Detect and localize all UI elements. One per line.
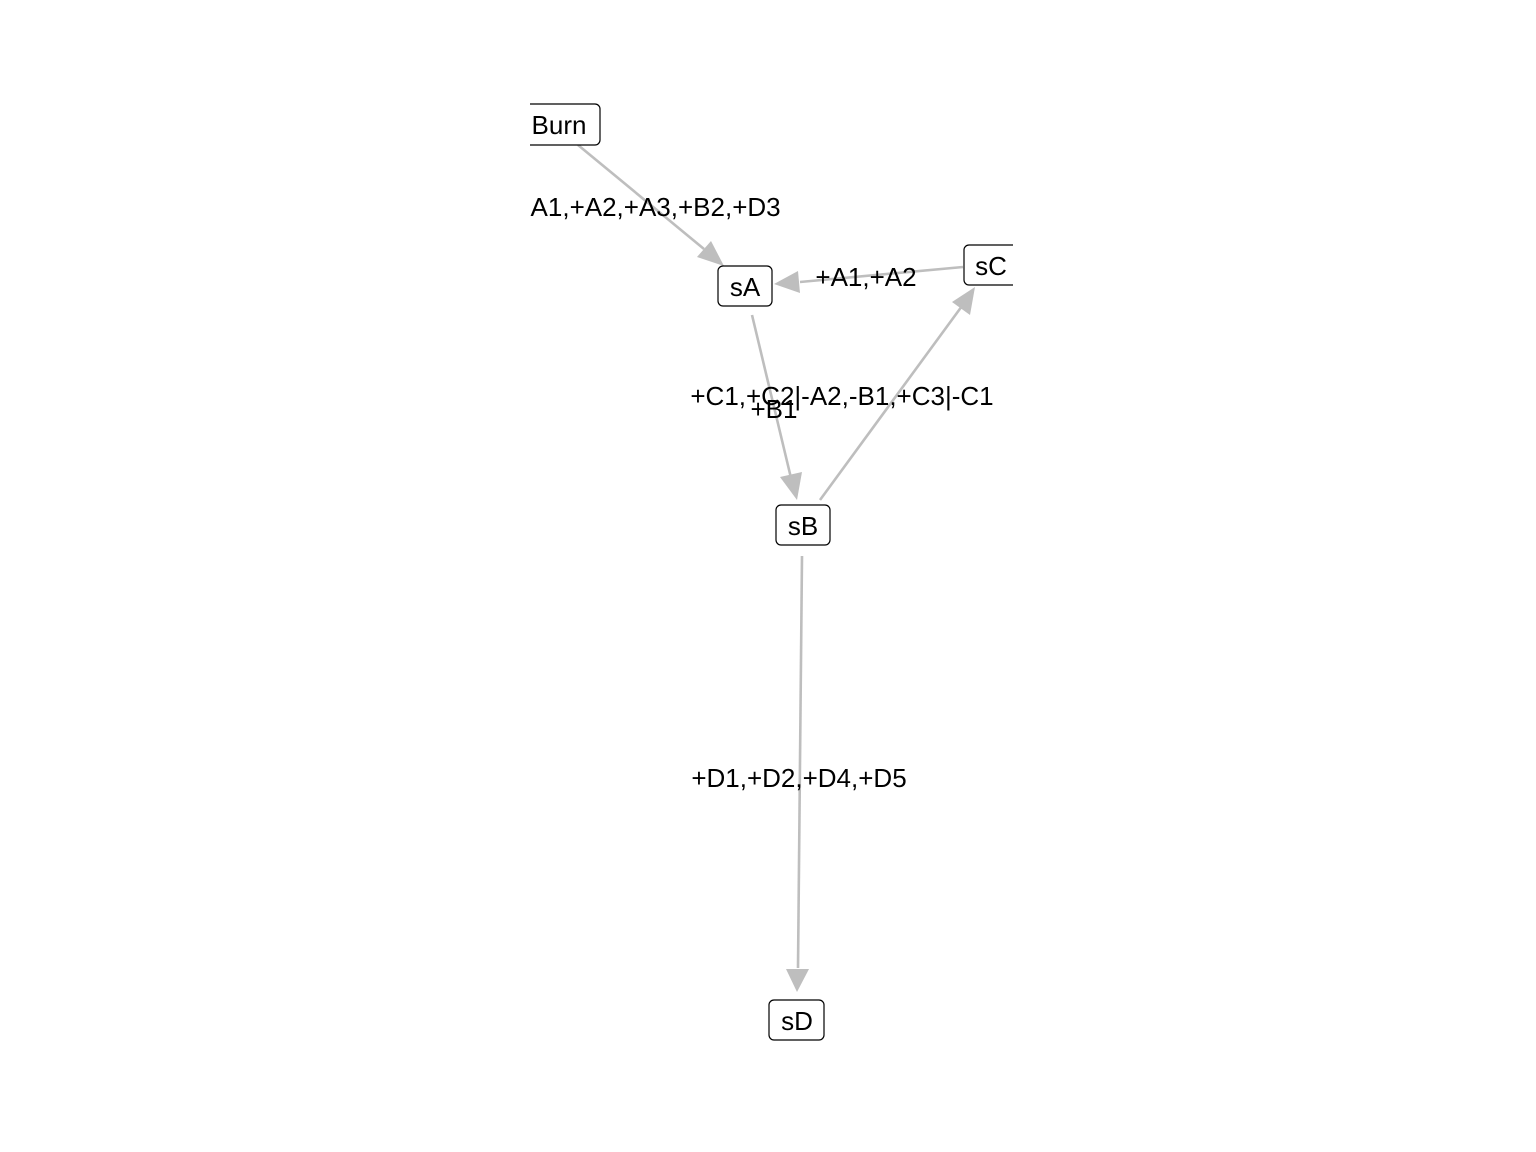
plot-area: +A1,+A2,+A3,+B2,+D3 +A1,+A2 +C1,+C2|-A2,… [515,103,1013,1041]
node-sc: sC [963,244,1013,286]
edge-sb-to-sd [786,555,809,992]
node-label: sB [788,511,818,541]
edge-line [796,555,804,969]
node-label: Burn [532,110,587,140]
edge-line [799,265,964,284]
node-box [768,999,825,1041]
node-sd: sD [768,999,825,1041]
node-sa: sA [717,265,773,307]
edge-label-sb-to-sd: +D1,+D2,+D4,+D5 [691,763,906,793]
edge-label-sc-to-sa: +A1,+A2 [815,262,916,292]
edge-label-burn-to-sa: +A1,+A2,+A3,+B2,+D3 [515,192,780,222]
node-label: sA [730,272,761,302]
edge-label-sb-to-sc: +C1,+C2|-A2,-B1,+C3|-C1 [690,381,993,411]
node-box [530,103,601,146]
edge-sb-to-sc [818,287,975,501]
arrow-head [952,287,975,315]
edge-line [750,314,793,479]
arrow-head [774,271,800,293]
node-burn: Burn [530,103,601,146]
arrow-head [780,472,802,500]
node-label: sC [975,251,1007,281]
edge-sc-to-sa [774,265,964,293]
edge-burn-to-sa [577,143,724,266]
edge-sa-to-sb [750,314,802,500]
edge-line [818,305,964,501]
node-sb: sB [775,504,831,546]
arrow-head [786,969,809,992]
edge-line [577,143,705,251]
node-box [717,265,773,307]
node-box [963,244,1013,286]
node-box [775,504,831,546]
edge-label-sa-to-sb: +B1 [751,394,798,424]
node-label: sD [781,1006,813,1036]
arrow-head [697,241,724,266]
